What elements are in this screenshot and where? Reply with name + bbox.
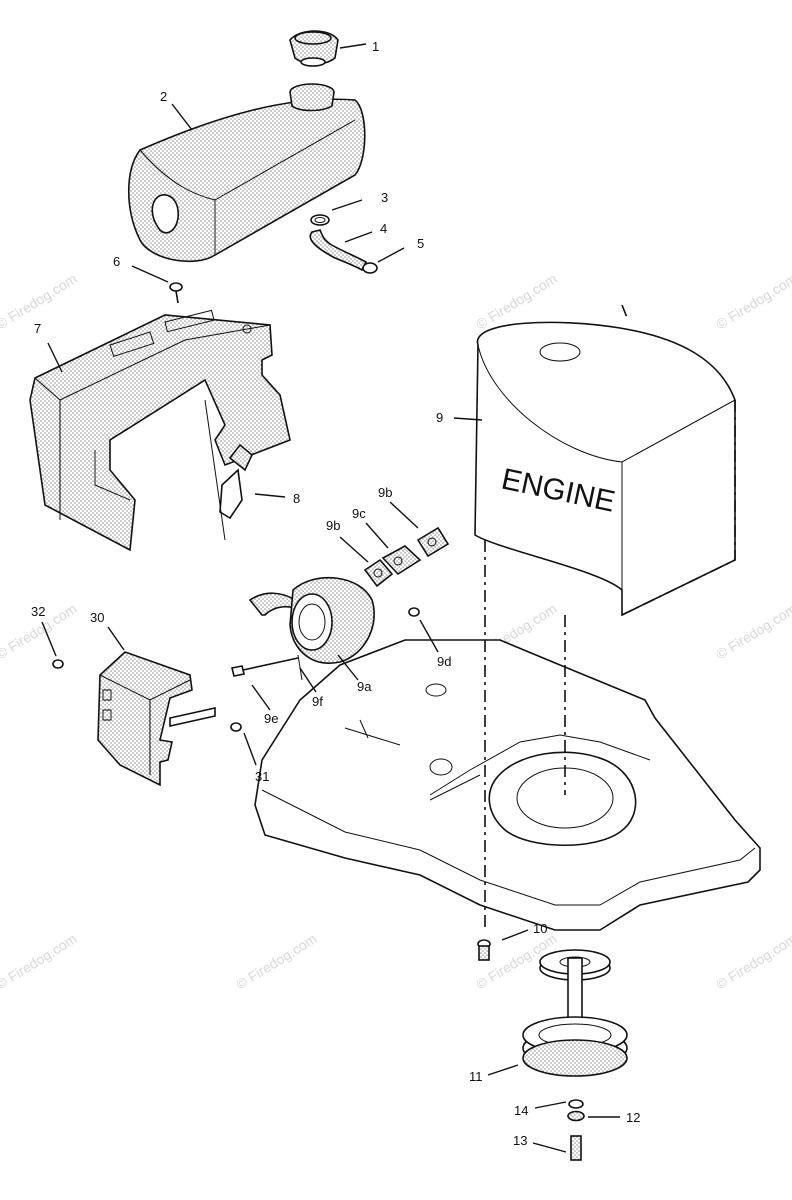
frame-chassis	[254, 639, 761, 931]
callout-5: 5	[417, 236, 424, 251]
exhaust-gaskets	[363, 526, 450, 588]
callout-11: 11	[469, 1069, 483, 1084]
callout-8: 8	[293, 491, 300, 506]
callout-labels: 1 2 3 4 5 6 7 8 9 9b 9b 9c 9d 9a 9f 9e 3…	[31, 39, 640, 1148]
callout-30: 30	[90, 610, 104, 625]
callout-3: 3	[381, 190, 388, 205]
callout-6: 6	[113, 254, 120, 269]
callout-9e: 9e	[264, 711, 278, 726]
watermark-text: © Firedog.com	[0, 930, 80, 992]
dash-panel	[29, 309, 291, 552]
callout-12: 12	[626, 1110, 640, 1125]
fuel-tank	[127, 83, 366, 263]
callout-9b: 9b	[326, 518, 340, 533]
callout-31: 31	[255, 769, 269, 784]
callout-9d: 9d	[437, 654, 451, 669]
fuel-line-assembly	[309, 214, 378, 274]
callout-9: 9	[436, 410, 443, 425]
watermark-text: © Firedog.com	[713, 930, 792, 992]
callout-4: 4	[380, 221, 387, 236]
watermark-text: © Firedog.com	[713, 270, 792, 332]
callout-7: 7	[34, 321, 41, 336]
pulley-assembly	[522, 949, 628, 1077]
callout-9b-top: 9b	[378, 485, 392, 500]
callout-9f: 9f	[312, 694, 323, 709]
watermark-text: © Firedog.com	[233, 930, 320, 992]
throttle-control	[204, 399, 253, 541]
heat-shield	[97, 651, 216, 787]
heat-shield-screws	[52, 659, 242, 732]
muffler-bolts	[231, 607, 420, 677]
bolt-10	[477, 939, 491, 961]
muffler	[248, 576, 375, 681]
callout-1: 1	[372, 39, 379, 54]
screw-6	[169, 282, 183, 304]
callout-9c: 9c	[352, 506, 366, 521]
engine-block: ENGINE	[474, 304, 736, 930]
pulley-hardware	[567, 1099, 585, 1161]
callout-2: 2	[160, 89, 167, 104]
callout-32: 32	[31, 604, 45, 619]
leader-lines	[41, 43, 620, 1153]
callout-10: 10	[533, 921, 547, 936]
watermark-text: © Firedog.com	[713, 600, 792, 662]
callout-13: 13	[513, 1133, 527, 1148]
callout-9a: 9a	[357, 679, 372, 694]
fuel-cap	[289, 30, 339, 67]
callout-14: 14	[514, 1103, 528, 1118]
